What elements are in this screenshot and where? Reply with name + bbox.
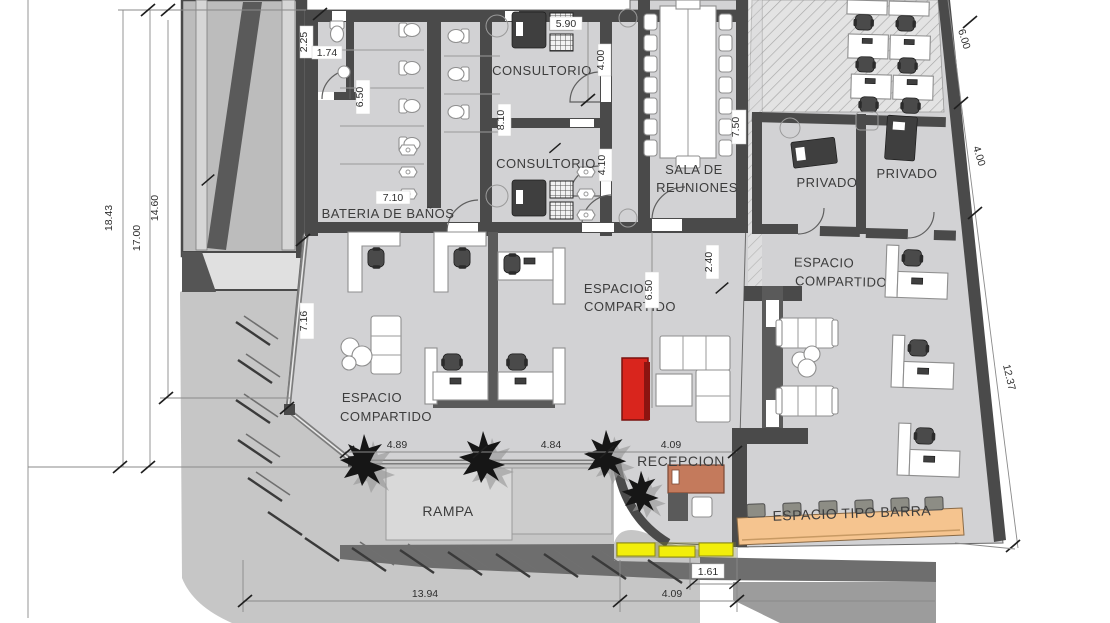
sala-de-reuniones: SALA DE REUNIONES: [643, 0, 738, 195]
barra-label: ESPACIO TIPO BARRA: [772, 502, 931, 524]
dim-cons-depth: 8.10: [495, 110, 507, 131]
consultorio-bottom: CONSULTORIO: [485, 156, 596, 220]
dim-banos-w: 7.10: [383, 192, 404, 204]
privado-right: PRIVADO: [855, 111, 937, 181]
sala-label-2: REUNIONES: [656, 180, 738, 195]
ramp-slab-2: [511, 467, 613, 535]
bar-counter: [736, 507, 965, 546]
dim-left-mid: 17.00: [131, 225, 143, 251]
privado-right-label: PRIVADO: [876, 166, 937, 181]
sala-label-1: SALA DE: [665, 162, 723, 177]
dim-banos-h: 6.50: [354, 87, 366, 108]
dim-pass: 2.40: [703, 252, 715, 273]
dim-front-c: 4.09: [661, 439, 682, 451]
desk-cluster: [424, 232, 566, 408]
espacio-center-label-1: ESPACIO: [584, 281, 644, 296]
recepcion-label: RECEPCION: [637, 453, 725, 469]
dim-cluster-h: 6.50: [643, 280, 655, 301]
bar-area: ESPACIO TIPO BARRA: [736, 496, 965, 546]
dim-cons-top-h: 4.00: [595, 50, 607, 71]
banos-label: BATERIA DE BAÑOS: [322, 206, 455, 221]
privado-left-label: PRIVADO: [796, 175, 857, 190]
dim-sala-h: 7.50: [730, 117, 742, 138]
dim-left-inner: 14.60: [149, 195, 161, 221]
dim-facade: 7.16: [298, 311, 310, 332]
espacio-left-label-2: COMPARTIDO: [340, 409, 432, 424]
espacio-right-label-1: ESPACIO: [794, 254, 855, 270]
dim-wc-w: 2.25: [298, 32, 310, 53]
reception: RECEPCION: [637, 453, 725, 521]
dim-right-top: 6.00: [955, 28, 972, 51]
espacio-center-label-2: COMPARTIDO: [584, 299, 676, 314]
red-bench: [621, 357, 649, 421]
dim-base-a: 13.94: [412, 588, 438, 600]
dim-front-a: 4.89: [387, 439, 408, 451]
dim-wc-d: 1.74: [317, 47, 338, 59]
dim-right-low: 12.37: [1000, 363, 1018, 391]
terrain-ground: RAMPA: [180, 236, 936, 623]
dim-front-b: 4.84: [541, 439, 562, 451]
center-lounge: ESPACIO COMPARTIDO: [584, 281, 731, 423]
dim-cons-bot-h: 4.10: [596, 155, 608, 176]
espacio-right: ESPACIO COMPARTIDO: [775, 244, 961, 478]
dim-cons-w: 5.90: [556, 18, 577, 30]
dim-base-b: 4.09: [662, 588, 683, 600]
consultorio-bottom-label: CONSULTORIO: [496, 156, 596, 171]
bathroom-fixtures: [329, 8, 638, 228]
rampa-label: RAMPA: [422, 503, 473, 519]
reception-chair: [691, 496, 713, 518]
dimensions: 18.43 17.00 14.60 7.16 2.25 1.74 6.50 7.…: [27, 0, 1021, 618]
espacio-left: ESPACIO COMPARTIDO: [340, 231, 487, 424]
dim-door: 1.61: [698, 566, 719, 578]
entrance-sliding-door[interactable]: [616, 542, 736, 558]
consultorio-top-label: CONSULTORIO: [492, 63, 592, 78]
ramp-structure: [180, 0, 308, 292]
privado-left: PRIVADO: [779, 117, 857, 190]
espacio-left-label-1: ESPACIO: [342, 390, 402, 405]
espacio-right-label-2: COMPARTIDO: [795, 273, 887, 290]
workstation-rows: [846, 0, 934, 114]
dim-left-outer: 18.43: [103, 205, 115, 231]
dim-right-mid: 4.00: [970, 145, 987, 168]
